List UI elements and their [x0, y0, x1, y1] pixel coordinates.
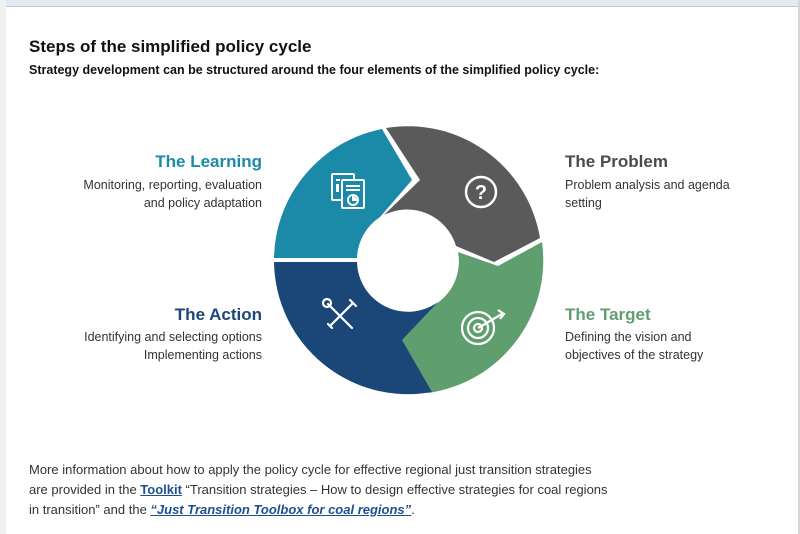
svg-text:?: ?	[475, 182, 487, 204]
target-arrow-segment	[396, 242, 544, 393]
info-line2-prefix: are provided in the	[29, 482, 141, 497]
cycle-center-hole	[359, 211, 457, 309]
action-description: Identifying and selecting options Implem…	[20, 328, 262, 364]
action-desc-line2: Implementing actions	[143, 348, 262, 362]
learning-desc-line2: and policy adaptation	[143, 196, 262, 210]
problem-desc-line1: Problem analysis and agenda	[565, 178, 730, 192]
info-line2-suffix: “Transition strategies – How to design e…	[181, 482, 608, 497]
top-border	[0, 0, 800, 7]
learning-heading: The Learning	[155, 152, 262, 171]
toolbox-link[interactable]: “Just Transition Toolbox for coal region…	[150, 502, 412, 517]
target-heading: The Target	[565, 305, 651, 324]
learning-desc-line1: Monitoring, reporting, evaluation	[83, 178, 262, 192]
info-line1: More information about how to apply the …	[29, 462, 592, 477]
tools-icon	[321, 297, 358, 330]
left-border	[0, 0, 6, 534]
problem-heading: The Problem	[565, 152, 668, 171]
action-desc-line1: Identifying and selecting options	[84, 330, 262, 344]
target-description: Defining the vision and objectives of th…	[565, 328, 785, 364]
problem-arrow-segment	[384, 126, 540, 262]
right-border	[798, 0, 800, 534]
target-arrow-icon	[460, 309, 506, 346]
problem-description: Problem analysis and agenda setting	[565, 176, 785, 212]
policy-cycle-diagram: ?	[274, 126, 544, 395]
info-line2: are provided in the Toolkit “Transition …	[29, 480, 769, 500]
question-icon: ?	[464, 175, 498, 209]
info-line3: in transition” and the “Just Transition …	[29, 500, 769, 520]
documents-chart-icon	[331, 173, 365, 209]
page-subtitle: Strategy development can be structured a…	[29, 63, 600, 77]
page-title: Steps of the simplified policy cycle	[29, 37, 312, 56]
toolkit-link[interactable]: Toolkit	[140, 482, 182, 497]
problem-desc-line2: setting	[565, 196, 602, 210]
learning-description: Monitoring, reporting, evaluation and po…	[20, 176, 262, 212]
info-line3-suffix: .	[411, 502, 415, 517]
more-info-paragraph: More information about how to apply the …	[29, 460, 769, 520]
info-line3-prefix: in transition” and the	[29, 502, 151, 517]
target-desc-line2: objectives of the strategy	[565, 348, 704, 362]
target-desc-line1: Defining the vision and	[565, 330, 692, 344]
action-arrow-segment	[274, 262, 438, 395]
action-heading: The Action	[174, 305, 262, 324]
